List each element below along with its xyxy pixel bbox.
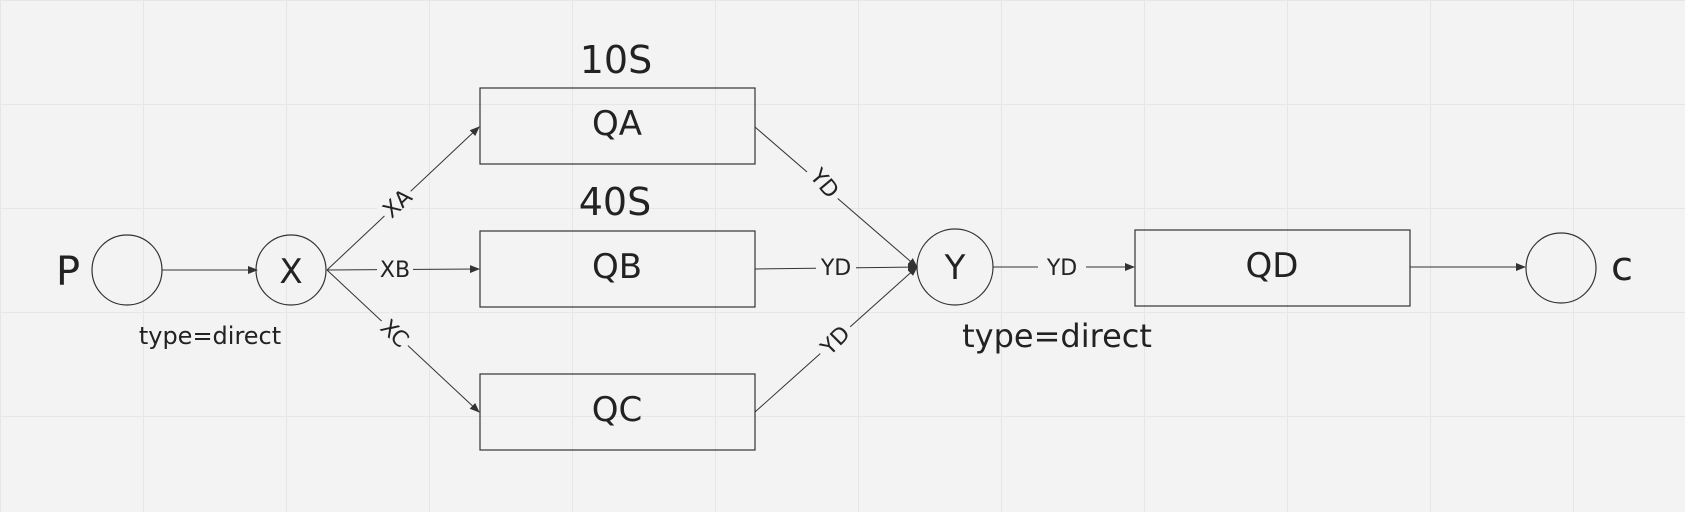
- exchange-y-node[interactable]: [916, 228, 994, 306]
- routing-key-yd-qc[interactable]: YD: [811, 316, 859, 364]
- exchange-y-type: type=direct: [962, 317, 1152, 355]
- consumer-label: c: [1611, 244, 1633, 290]
- routing-key-yd-qd[interactable]: YD: [1038, 254, 1086, 281]
- producer-node[interactable]: [91, 234, 163, 306]
- routing-key-yd-qa[interactable]: YD: [801, 159, 848, 207]
- routing-key-yd-qb[interactable]: YD: [816, 254, 856, 281]
- svg-text:YD: YD: [820, 256, 851, 281]
- svg-text:XB: XB: [380, 258, 410, 283]
- svg-text:YD: YD: [1046, 256, 1077, 281]
- queue-qb-ttl: 40S: [579, 180, 651, 224]
- consumer-node[interactable]: [1525, 232, 1597, 304]
- queue-qa-ttl: 10S: [580, 38, 652, 82]
- queue-qa-label: QA: [592, 104, 642, 144]
- routing-key-xb[interactable]: XB: [377, 256, 413, 283]
- queue-qb[interactable]: [479, 230, 756, 308]
- queue-qa[interactable]: [479, 87, 756, 165]
- exchange-x-type: type=direct: [139, 322, 281, 350]
- exchange-x-label: X: [279, 252, 302, 292]
- queue-qc[interactable]: [479, 373, 756, 451]
- queue-qb-label: QB: [592, 247, 642, 287]
- queue-qc-label: QC: [592, 390, 643, 430]
- queue-qd-label: QD: [1246, 246, 1299, 286]
- producer-label: P: [56, 249, 80, 295]
- queue-qd[interactable]: [1134, 229, 1411, 307]
- svg-text:XC: XC: [375, 315, 413, 353]
- exchange-y-label: Y: [944, 248, 966, 288]
- exchange-x-node[interactable]: [255, 234, 327, 306]
- routing-key-xc[interactable]: XC: [372, 311, 418, 355]
